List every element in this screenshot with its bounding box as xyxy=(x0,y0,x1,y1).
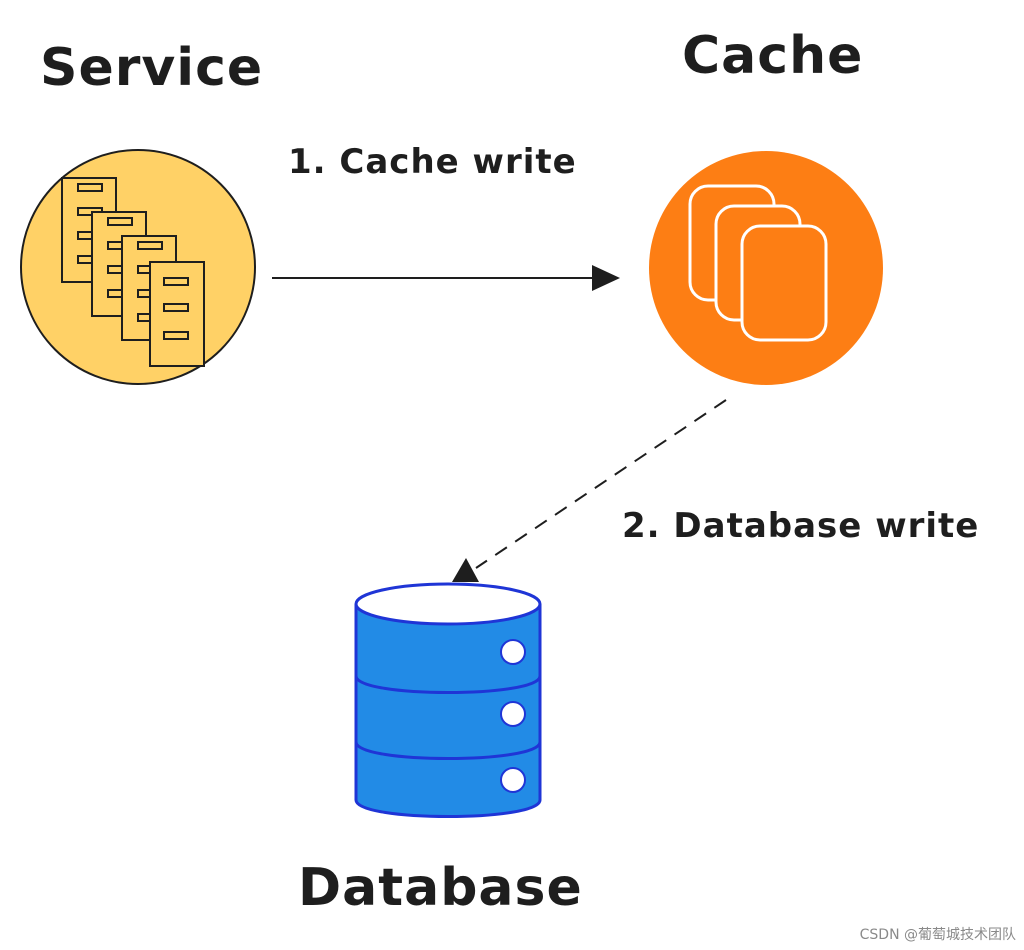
database-title: Database xyxy=(298,858,583,918)
database-indicator-2 xyxy=(500,701,526,727)
database-band-1 xyxy=(354,675,542,694)
stacked-documents-icon xyxy=(61,177,205,367)
edge-database-write-line xyxy=(475,399,727,569)
database-top xyxy=(354,582,542,626)
edge-label-database-write: 2. Database write xyxy=(622,506,980,546)
database-node xyxy=(354,582,542,818)
watermark: CSDN @葡萄城技术团队 xyxy=(859,927,1016,943)
database-cylinder-icon xyxy=(354,582,542,818)
database-band-2 xyxy=(354,741,542,760)
edge-cache-write xyxy=(272,265,620,291)
edge-database-write xyxy=(452,399,727,582)
stacked-cards-icon xyxy=(688,184,828,342)
cache-node xyxy=(649,151,883,385)
database-body xyxy=(354,604,542,818)
database-indicator-1 xyxy=(500,639,526,665)
arrowhead-icon xyxy=(592,265,620,291)
database-indicator-3 xyxy=(500,767,526,793)
edge-label-cache-write: 1. Cache write xyxy=(288,142,577,182)
cache-title: Cache xyxy=(682,26,864,86)
arrowhead-icon xyxy=(452,558,479,582)
service-node xyxy=(20,149,256,385)
service-title: Service xyxy=(40,38,264,98)
